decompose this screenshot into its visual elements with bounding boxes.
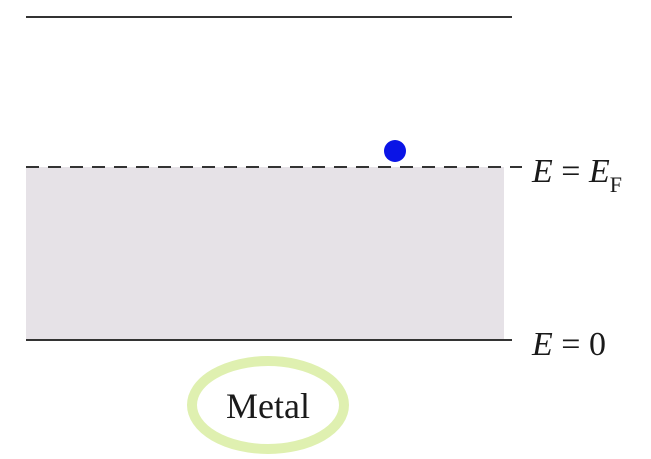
fermi-label-lhs: E	[531, 153, 553, 190]
zero-energy-label: E = 0	[531, 326, 606, 363]
electron-dot	[384, 140, 406, 162]
zero-label-lhs: E	[531, 326, 553, 363]
fermi-label-eq: =	[553, 153, 589, 190]
highlight-circle	[187, 356, 349, 454]
material-label: Metal	[226, 386, 310, 426]
fermi-level-label: E = EF	[531, 153, 622, 197]
zero-label-eq: =	[553, 326, 589, 363]
zero-label-rhs: 0	[589, 326, 606, 363]
fermi-label-rhs: E	[588, 153, 610, 190]
filled-band	[26, 167, 504, 340]
fermi-label-sub: F	[610, 172, 622, 197]
